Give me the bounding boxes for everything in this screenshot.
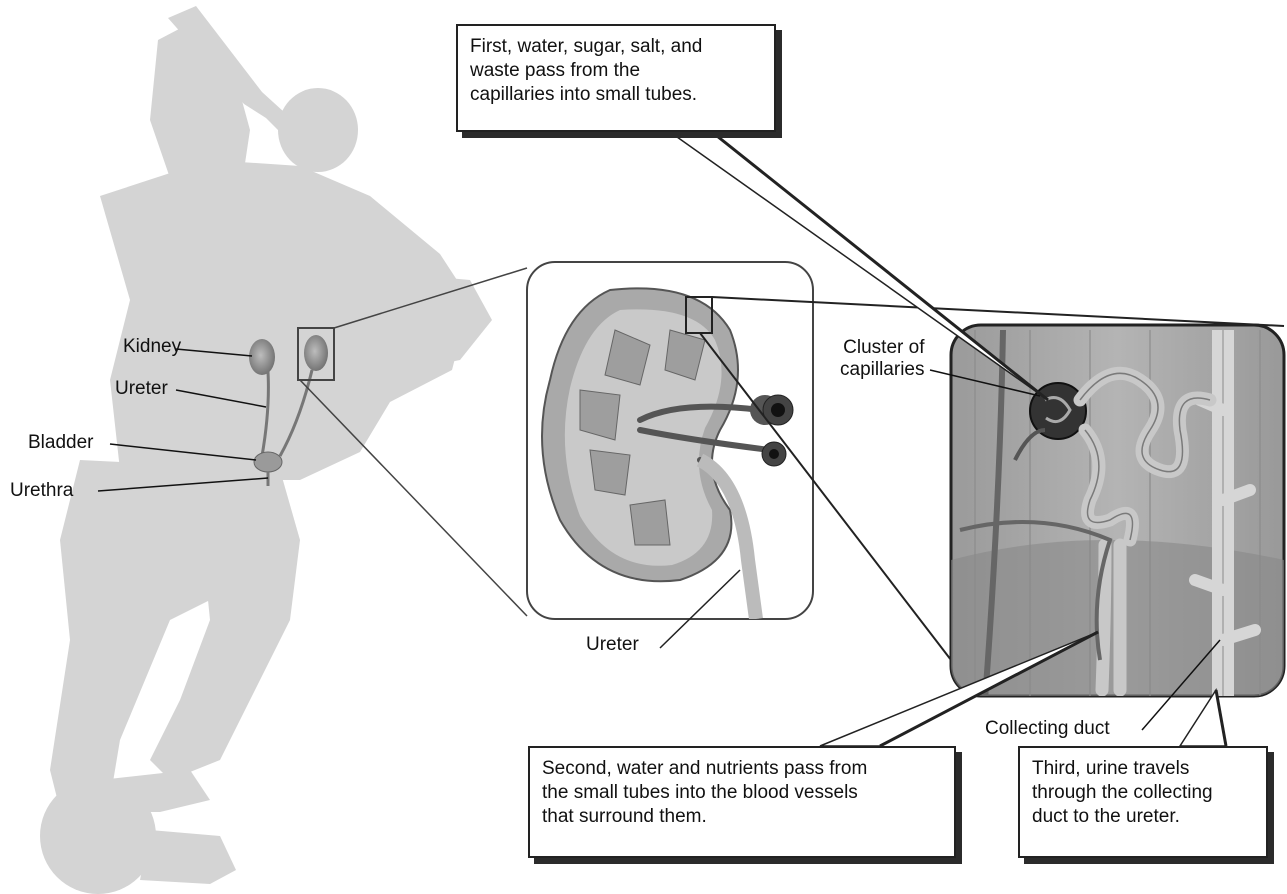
callout-second: Second, water and nutrients pass from th… bbox=[528, 746, 956, 858]
callout-third: Third, urine travels through the collect… bbox=[1018, 746, 1268, 858]
kidney-cross-section-inset bbox=[527, 262, 813, 619]
person-silhouette bbox=[40, 6, 492, 894]
kidney-inset-ureter-label: Ureter bbox=[586, 634, 639, 656]
bladder-shape bbox=[254, 452, 282, 472]
right-kidney bbox=[304, 335, 328, 371]
nephron-inset bbox=[951, 325, 1284, 700]
bladder-label: Bladder bbox=[28, 432, 94, 454]
collecting-duct-label: Collecting duct bbox=[985, 718, 1110, 740]
kidney-label: Kidney bbox=[123, 336, 181, 358]
ureter-label: Ureter bbox=[115, 378, 168, 400]
callout-first: First, water, sugar, salt, and waste pas… bbox=[456, 24, 776, 132]
left-kidney bbox=[249, 339, 275, 375]
urethra-label: Urethra bbox=[10, 480, 73, 502]
cluster-of-capillaries-label: Cluster of capillaries bbox=[830, 337, 924, 381]
